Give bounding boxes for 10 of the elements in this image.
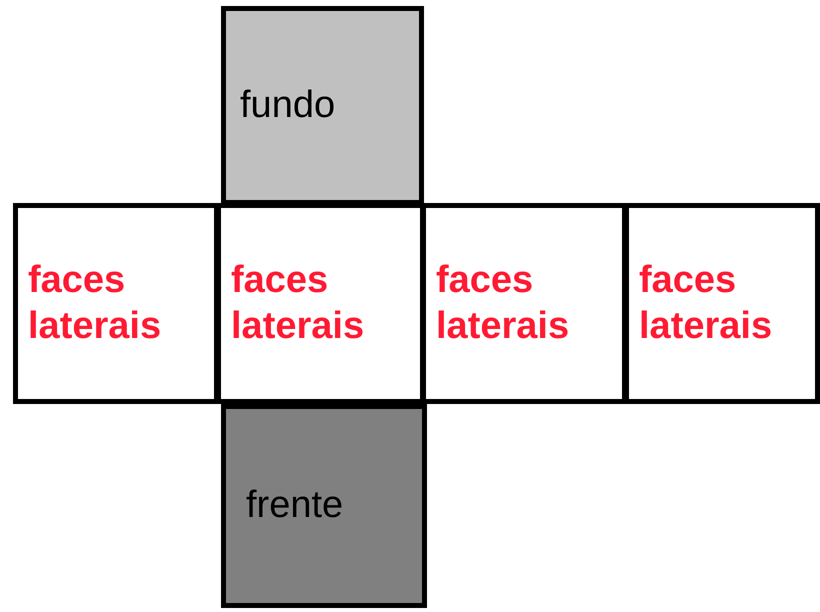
- face-label: faces laterais: [28, 258, 162, 348]
- face-label: faces laterais: [231, 258, 366, 348]
- face-label: fundo: [240, 82, 336, 128]
- side-face-box: [13, 203, 219, 404]
- face-label: frente: [246, 483, 344, 528]
- bottom-face-box: [221, 6, 424, 205]
- side-face-box: [624, 203, 820, 404]
- face-label: faces laterais: [639, 258, 774, 348]
- face-label: faces laterais: [436, 258, 570, 348]
- front-face-box: [221, 404, 427, 608]
